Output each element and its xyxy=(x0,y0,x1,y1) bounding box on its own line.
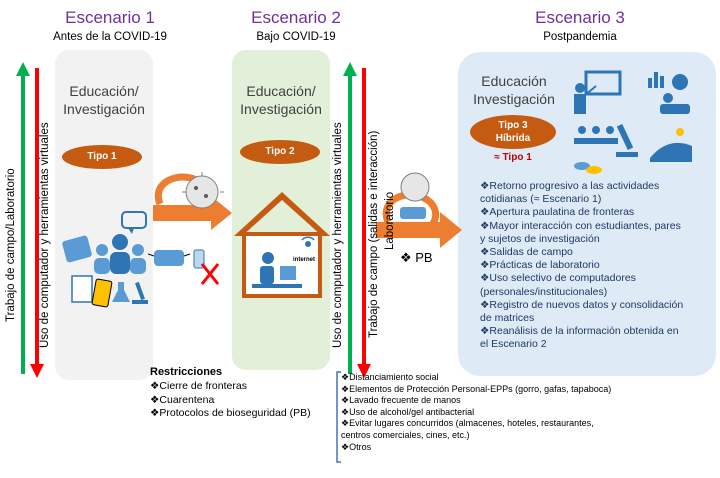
list-item: ❖Protocolos de bioseguridad (PB) xyxy=(150,407,311,419)
scenario1-label-line2: Investigación xyxy=(63,101,145,117)
pb-items-list: ❖Distanciamiento social❖Elementos de Pro… xyxy=(341,372,611,453)
list-item: ❖Prácticas de laboratorio xyxy=(480,259,600,272)
scenario3-badge-line2: Híbrida xyxy=(495,133,531,144)
scenario2-subtitle: Bajo COVID-19 xyxy=(256,31,336,43)
s1-red-down-arrow xyxy=(30,68,44,378)
scenario1-title: Escenario 1 xyxy=(65,8,155,27)
speech-bubble-icon xyxy=(121,211,147,234)
notes-icon xyxy=(71,275,93,303)
list-item: ❖Apertura paulatina de fronteras xyxy=(480,206,635,219)
flask-icon xyxy=(112,282,130,302)
people-group-icon xyxy=(94,234,146,274)
scenario3-badge: Tipo 3 Híbrida xyxy=(470,115,556,149)
scenario2-title: Escenario 2 xyxy=(251,8,341,27)
notebook-icon xyxy=(91,278,113,308)
restrictions-list: ❖Cierre de fronteras❖Cuarentena❖Protocol… xyxy=(150,380,311,421)
virus-mask-illustration xyxy=(148,172,224,285)
microscope-icon xyxy=(132,281,148,304)
scenario1-panel xyxy=(55,50,153,380)
list-item: ❖Distanciamiento social xyxy=(341,372,439,382)
list-item: ❖Otros xyxy=(341,441,372,452)
scenario2-panel xyxy=(232,50,330,370)
scenario3-label-line2: Investigación xyxy=(473,91,555,107)
lab-group-icon xyxy=(574,126,618,144)
scenario2-badge: Tipo 2 xyxy=(240,140,320,164)
list-item: ❖Uso selectivo de computadores xyxy=(480,272,636,285)
scenario2-label: Educación/ Investigación xyxy=(232,82,330,118)
list-item: centros comerciales, cines, etc.) xyxy=(341,429,470,440)
list-item: de matrices xyxy=(480,312,535,325)
list-item: ❖Retorno progresivo a las actividades xyxy=(480,180,660,192)
scenario2-label-line1: Educación/ xyxy=(246,83,316,99)
teacher-board-icon xyxy=(574,70,622,114)
scenario3-label-line1: Educación xyxy=(481,73,547,89)
pb-label: ❖ PB xyxy=(400,250,433,265)
cross-icon xyxy=(200,263,220,285)
s1-green-up-arrow xyxy=(16,62,30,374)
scenario2-label-line2: Investigación xyxy=(240,101,322,117)
s1-vertical-label-right: Uso de computador y herramientas virtual… xyxy=(39,122,51,348)
list-item: ❖Registro de nuevos datos y consolidació… xyxy=(480,298,684,311)
scenario1-label: Educación/ Investigación xyxy=(55,82,153,118)
list-item: ❖Cuarentena xyxy=(150,393,215,406)
list-item: ❖Cierre de fronteras xyxy=(150,380,247,392)
s2-vertical-label-left: Uso de computador y herramientas virtual… xyxy=(332,122,344,348)
scenario1-label-line1: Educación/ xyxy=(69,83,139,99)
field-icon xyxy=(650,128,692,162)
s2-red-down-arrow xyxy=(357,68,371,378)
scenario1-subtitle: Antes de la COVID-19 xyxy=(53,31,167,43)
analytics-person-icon xyxy=(648,72,690,114)
list-item: ❖Mayor interacción con estudiantes, pare… xyxy=(480,219,681,232)
list-item: cotidianas (≈ Escenario 1) xyxy=(480,193,602,206)
s2-vertical-label-right1: Trabajo de campo (salidas e interacción) xyxy=(368,130,380,338)
scenario1-badge: Tipo 1 xyxy=(62,145,142,169)
sanitizer-icon xyxy=(193,249,205,269)
person-at-desk-icon xyxy=(252,252,302,288)
virus-icon xyxy=(182,172,224,209)
list-item: ❖Lavado frecuente de manos xyxy=(341,395,461,406)
petri-dish-icon xyxy=(574,162,602,174)
arrow-s2-to-s3 xyxy=(376,191,462,248)
scenario1-illustration xyxy=(62,211,148,308)
scenario3-subtitle: Postpandemia xyxy=(543,31,617,43)
scenario3-icons xyxy=(574,70,692,174)
list-item: ❖Reanálisis de la información obtenida e… xyxy=(480,325,679,338)
scenario2-house-illustration xyxy=(234,192,330,298)
scenario3-list: ❖Retorno progresivo a las actividades co… xyxy=(480,180,683,352)
calculator-icon xyxy=(62,235,92,263)
list-item: (personales/institucionales) xyxy=(480,285,608,298)
list-item: ❖Evitar lugares concurridos (almacenes, … xyxy=(341,418,594,429)
pb-bracket xyxy=(336,371,341,463)
list-item: y sujetos de investigación xyxy=(480,232,600,245)
wifi-icon xyxy=(301,236,315,247)
list-item: ❖Uso de alcohol/gel antibacterial xyxy=(341,406,475,417)
scenario3-title: Escenario 3 xyxy=(535,8,625,27)
list-item: ❖Salidas de campo xyxy=(480,246,573,259)
virus-icon-s2 xyxy=(400,172,430,219)
internet-label: internet xyxy=(293,257,316,263)
list-item: el Escenario 2 xyxy=(480,338,547,351)
s2-green-up-arrow xyxy=(343,62,357,374)
list-item: ❖Elementos de Protección Personal-EPPs (… xyxy=(341,383,612,394)
scenario3-label: Educación Investigación xyxy=(462,72,566,108)
restrictions-title: Restricciones xyxy=(150,366,223,378)
mask-icon xyxy=(148,250,191,266)
s1-vertical-label-left: Trabajo de campo/Laboratorio xyxy=(5,168,17,322)
scenario3-badge-line1: Tipo 3 xyxy=(498,120,528,131)
scenario3-badge-note: ≈ Tipo 1 xyxy=(494,152,532,163)
house-icon xyxy=(234,192,330,298)
microscope-icon-s3 xyxy=(616,123,638,157)
